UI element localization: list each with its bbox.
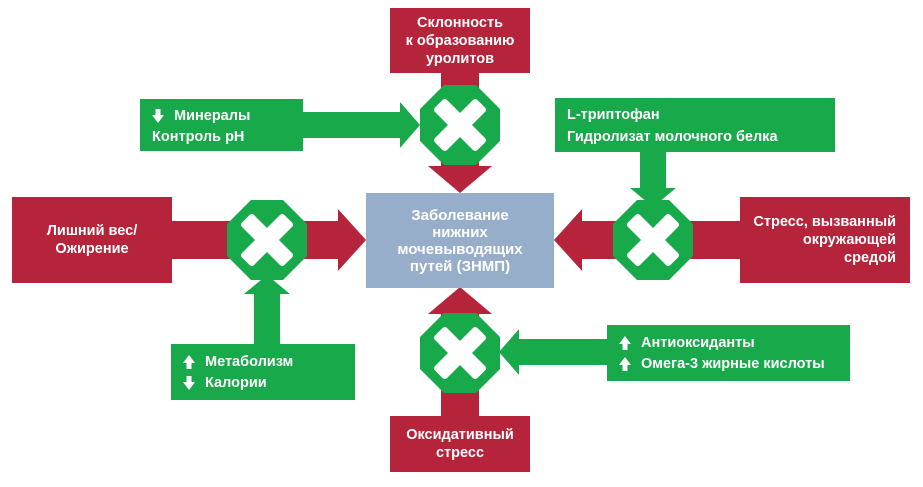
arrow-metabolism-shaft xyxy=(254,292,280,350)
risk-obesity-line: Лишний вес/ xyxy=(46,223,138,239)
intervention-minerals-text: Контроль pH xyxy=(152,129,245,145)
block-icon-right xyxy=(610,197,696,283)
risk-oxidative-line: стресс xyxy=(435,445,485,461)
intervention-minerals-text: Минералы xyxy=(174,108,251,124)
intervention-tryptophan-box: L-триптофан Гидролизат молочного белка xyxy=(555,98,835,152)
intervention-antioxidants-text: Антиоксиданты xyxy=(641,335,755,351)
risk-obesity-box: Лишний вес/ Ожирение xyxy=(12,197,172,283)
risk-stress-box: Стресс, вызванный окружающей средой xyxy=(740,197,910,283)
arrow-down-icon xyxy=(152,109,164,123)
intervention-antioxidants-row: Омега-3 жирные кислоты xyxy=(619,355,850,373)
risk-urolith-line: Склонность xyxy=(416,14,504,31)
intervention-tryptophan-row: L-триптофан xyxy=(567,106,835,124)
intervention-minerals-box: Минералы Контроль pH xyxy=(140,99,303,151)
risk-urolith-line: к образованию xyxy=(405,32,515,49)
arrow-antioxidants-shaft xyxy=(517,339,612,365)
intervention-antioxidants-row: Антиоксиданты xyxy=(619,334,850,352)
intervention-antioxidants-text: Омега-3 жирные кислоты xyxy=(641,356,825,372)
risk-urolith-box: Склонность к образованию уролитов xyxy=(390,8,530,73)
arrow-oxidative-head xyxy=(428,287,492,314)
block-icon-bottom xyxy=(417,310,503,396)
risk-stress-line: окружающей xyxy=(802,232,896,248)
intervention-antioxidants-box: Антиоксиданты Омега-3 жирные кислоты xyxy=(607,325,850,381)
intervention-metabolism-text: Калории xyxy=(205,375,267,391)
center-line: путей (ЗНМП) xyxy=(409,257,511,275)
block-icon-left xyxy=(224,197,310,283)
arrow-minerals-shaft xyxy=(303,112,405,138)
intervention-tryptophan-text: L-триптофан xyxy=(567,107,660,123)
arrow-tryptophan-shaft xyxy=(640,152,666,192)
arrow-obesity-head xyxy=(338,209,366,271)
arrow-up-icon xyxy=(619,357,631,371)
arrow-up-icon xyxy=(183,355,195,369)
center-line: нижних xyxy=(432,223,488,241)
intervention-metabolism-row: Метаболизм xyxy=(183,353,355,371)
block-icon-top xyxy=(417,82,503,168)
intervention-minerals-row: Минералы xyxy=(152,107,303,125)
intervention-metabolism-row: Калории xyxy=(183,374,355,392)
arrow-minerals-head xyxy=(400,102,420,148)
risk-obesity-line: Ожирение xyxy=(55,241,129,257)
arrow-down-icon xyxy=(183,376,195,390)
arrow-tryptophan-head xyxy=(630,188,676,207)
center-disease-box: Заболевание нижних мочевыводящих путей (… xyxy=(366,193,554,288)
arrow-up-icon xyxy=(619,336,631,350)
intervention-tryptophan-row: Гидролизат молочного белка xyxy=(567,128,835,146)
arrow-metabolism-head xyxy=(244,275,290,294)
center-line: мочевыводящих xyxy=(397,240,523,258)
risk-oxidative-box: Оксидативный стресс xyxy=(390,416,530,472)
intervention-tryptophan-text: Гидролизат молочного белка xyxy=(567,129,778,145)
arrow-antioxidants-head xyxy=(499,329,519,375)
arrow-stress-head xyxy=(554,209,582,271)
arrow-urolith-head xyxy=(428,166,492,193)
center-line: Заболевание xyxy=(411,206,509,224)
risk-oxidative-line: Оксидативный xyxy=(406,427,514,443)
risk-urolith-line: уролитов xyxy=(425,50,495,67)
intervention-metabolism-box: Метаболизм Калории xyxy=(171,344,355,400)
intervention-minerals-row: Контроль pH xyxy=(152,128,303,146)
intervention-metabolism-text: Метаболизм xyxy=(205,354,294,370)
risk-stress-line: Стресс, вызванный xyxy=(753,214,896,230)
risk-stress-line: средой xyxy=(844,250,896,266)
